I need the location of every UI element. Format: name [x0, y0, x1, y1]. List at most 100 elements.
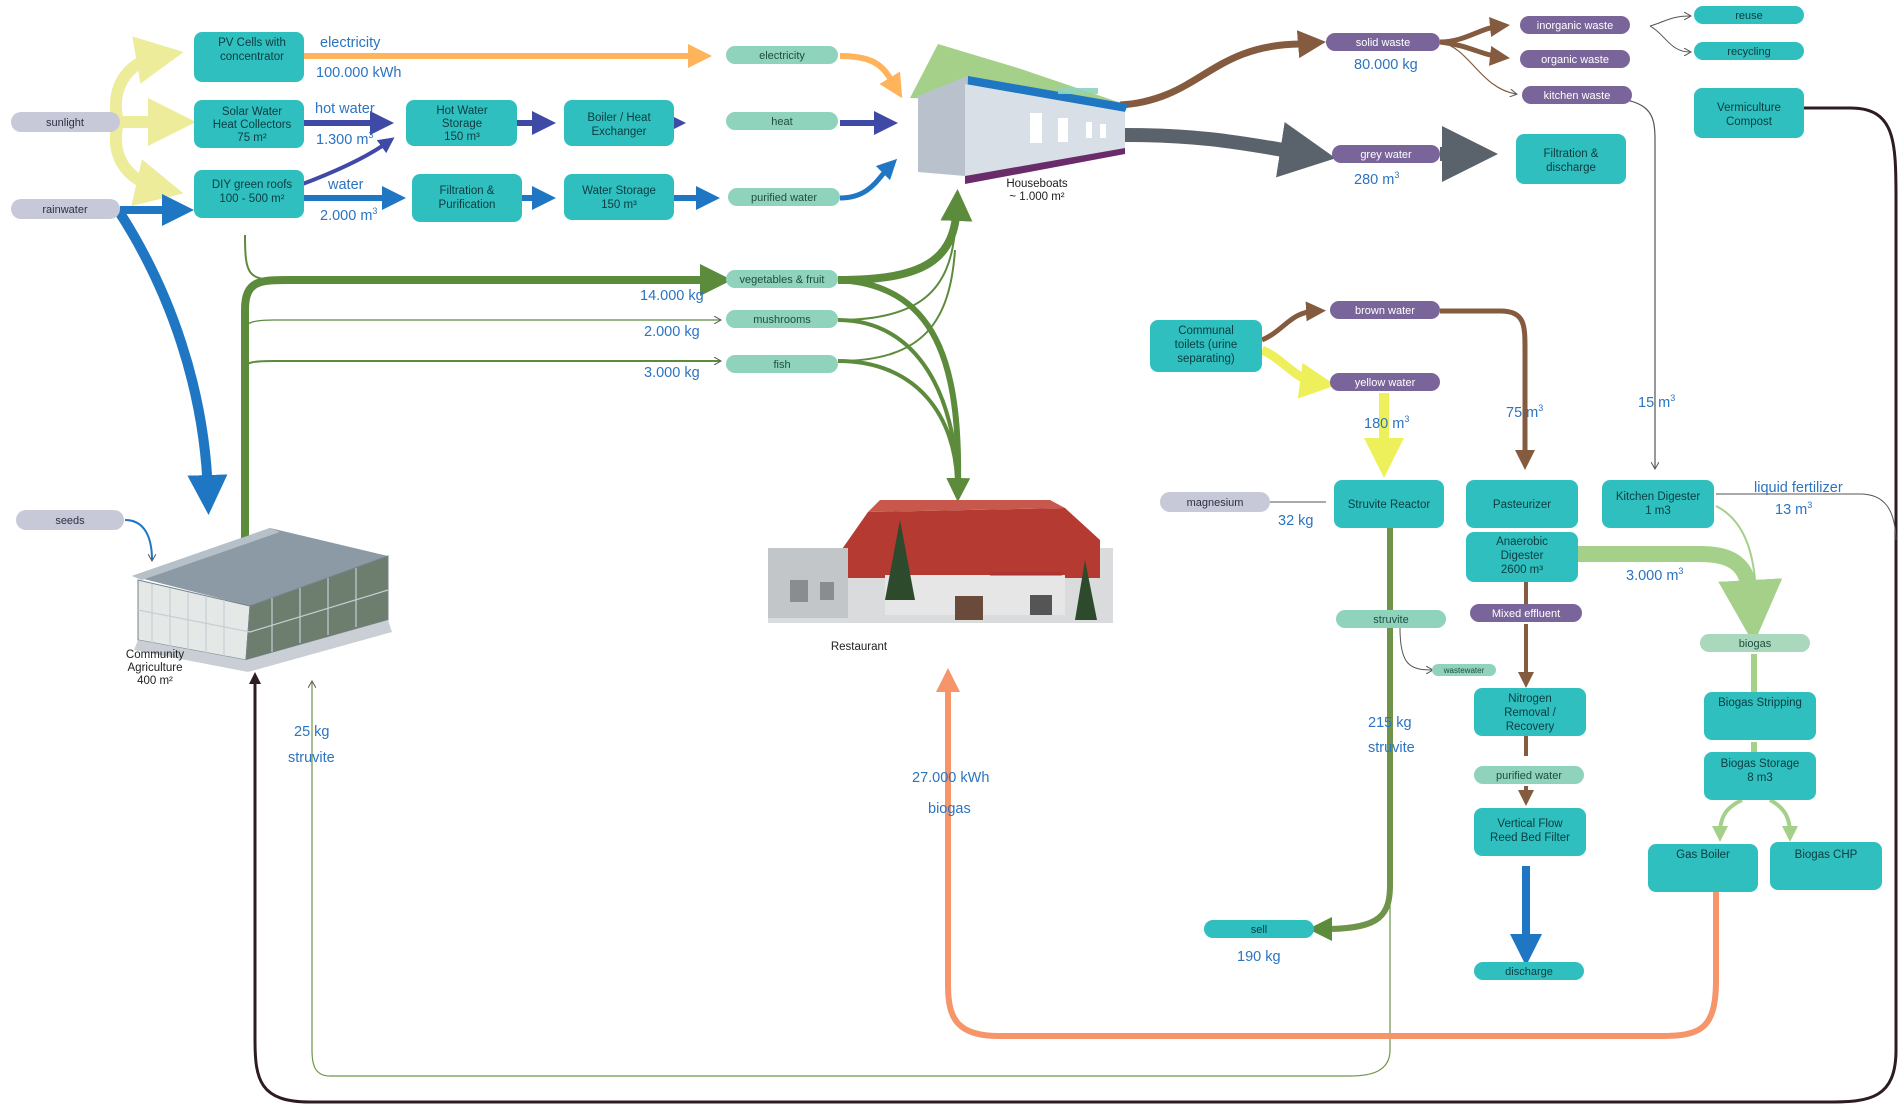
- liquid-fertilizer-qty: 13 m3: [1775, 500, 1812, 518]
- struvite-qty: 215 kg: [1368, 715, 1412, 731]
- reuse-pill: reuse: [1735, 10, 1763, 22]
- reed-bed-box: [1474, 808, 1586, 856]
- wastewater-flow: [1399, 627, 1432, 670]
- biogas-stripping-box: [1704, 692, 1816, 740]
- sunlight-flow: [109, 36, 184, 124]
- flow-pills: electricity heat purified water vegetabl…: [726, 6, 1810, 980]
- anaerobic-digester-box: [1466, 532, 1578, 582]
- produce-to-restaurant: [837, 277, 971, 502]
- struvite-return-flow: [312, 682, 1391, 1077]
- liquid-fertilizer-flow: [1716, 493, 1897, 541]
- yellow-water-pill: yellow water: [1355, 377, 1416, 389]
- water-flow-label: water: [327, 177, 364, 193]
- organic-waste-pill: organic waste: [1541, 54, 1609, 66]
- electricity-flow-label: electricity: [320, 35, 381, 51]
- captions: Houseboats~ 1.000 m² Restaurant Communit…: [126, 178, 1068, 687]
- electricity-pill: electricity: [759, 50, 805, 62]
- rainwater-flow: [113, 207, 228, 515]
- yellow-water-flow: [1260, 345, 1336, 399]
- nitrogen-removal-box: [1474, 688, 1586, 736]
- biogas-flow: [1769, 798, 1798, 842]
- solid-waste-qty: 80.000 kg: [1354, 57, 1418, 73]
- water-flow-qty: 2.000 m3: [320, 206, 377, 224]
- vegetables-qty: 14.000 kg: [640, 288, 704, 304]
- restaurant-biogas-flow: [936, 668, 1719, 1039]
- inputs: sunlight rainwater seeds magnesium: [11, 112, 1270, 530]
- gas-boiler-label: Gas Boiler: [1676, 849, 1730, 861]
- agri-struvite-qty: 25 kg: [294, 724, 329, 740]
- hot-water-flow-qty: 1.300 m3: [316, 130, 373, 148]
- filtration-discharge-label: Filtration &discharge: [1544, 148, 1599, 174]
- green-roofs-box: [194, 170, 304, 218]
- biogas-flow-qty: 3.000 m3: [1626, 566, 1683, 584]
- grey-water-flow: [1124, 122, 1336, 178]
- filtration-purification-box: [412, 174, 522, 222]
- houseboats-caption: Houseboats~ 1.000 m²: [1006, 178, 1068, 203]
- solid-waste-flow: [1119, 30, 1326, 109]
- yellow-water-qty: 180 m3: [1364, 414, 1409, 432]
- biogas-chp-label: Biogas CHP: [1795, 849, 1858, 861]
- restaurant-energy-qty: 27.000 kWh: [912, 770, 989, 786]
- hot-water-flow-label: hot water: [315, 101, 375, 117]
- mixed-effluent-pill: Mixed effluent: [1492, 608, 1560, 620]
- biogas-flow: [1576, 546, 1783, 644]
- produce-flow: [244, 320, 720, 331]
- struvite-reactor-box: [1334, 480, 1444, 528]
- compost-return-flow: [249, 106, 1898, 1104]
- sunlight-flow: [109, 120, 184, 207]
- biogas-chp-box: [1770, 842, 1882, 890]
- pasteurizer-box: [1466, 480, 1578, 528]
- brown-water-pill: brown water: [1355, 305, 1415, 317]
- solid-waste-pill: solid waste: [1356, 37, 1410, 49]
- produce-flow: [244, 234, 720, 281]
- sell-pill: sell: [1251, 924, 1268, 936]
- grey-water-qty: 280 m3: [1354, 170, 1399, 188]
- produce-flow: [241, 264, 732, 540]
- wastewater-pill: wastewater: [1443, 666, 1485, 675]
- flows: [109, 16, 1898, 1104]
- fish-pill: fish: [773, 359, 790, 371]
- vegetables-pill: vegetables & fruit: [740, 274, 825, 286]
- waste-out-flow: [1649, 25, 1690, 52]
- sunlight-pill: sunlight: [46, 117, 84, 129]
- struvite-reactor-label: Struvite Reactor: [1348, 499, 1431, 511]
- produce-to-restaurant: [837, 359, 959, 481]
- houseboats-illustration: [910, 44, 1128, 184]
- rainwater-pill: rainwater: [42, 204, 88, 216]
- filtration-purification-label: Filtration &Purification: [439, 185, 496, 211]
- struvite-flow-label: struvite: [1368, 740, 1415, 756]
- purified-water-pill-bottom: purified water: [1496, 770, 1562, 782]
- waste-out-flow: [1649, 16, 1690, 27]
- purified-water-pill-top: purified water: [751, 192, 817, 204]
- greenhouse-illustration: [132, 528, 392, 672]
- restaurant-illustration: [768, 500, 1113, 623]
- restaurant-caption: Restaurant: [831, 641, 888, 653]
- solid-waste-flow: [1439, 17, 1510, 45]
- seeds-pill: seeds: [55, 515, 85, 527]
- kitchen-waste-qty: 15 m3: [1638, 393, 1675, 411]
- produce-flow: [244, 361, 720, 369]
- restaurant-energy-label: biogas: [928, 801, 971, 817]
- biogas-storage-box: [1704, 752, 1816, 800]
- mushrooms-pill: mushrooms: [753, 314, 811, 326]
- mushrooms-qty: 2.000 kg: [644, 324, 700, 340]
- pasteurizer-label: Pasteurizer: [1493, 499, 1551, 511]
- electricity-flow-qty: 100.000 kWh: [316, 65, 401, 81]
- produce-to-houseboats: [837, 189, 973, 284]
- produce-to-houseboats: [837, 229, 956, 321]
- pv-cells-box: [194, 32, 304, 82]
- biogas-pill: biogas: [1739, 638, 1772, 650]
